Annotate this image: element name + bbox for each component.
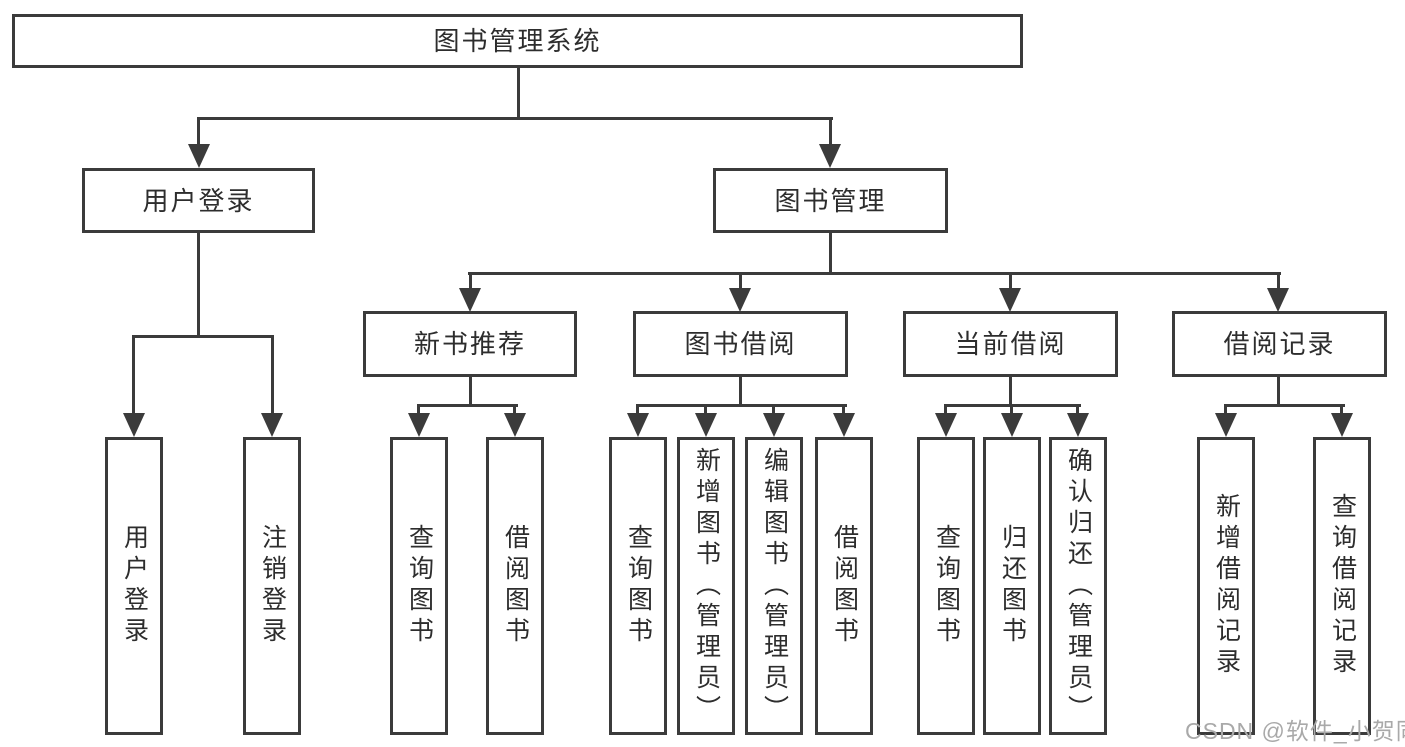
connector-to-leaf-current-2 [1076, 404, 1079, 419]
connector-to-leaf-recommend-1 [513, 404, 516, 419]
leaf-user-login: 用户登录 [105, 437, 163, 735]
leaf-user-login-label: 用户登录 [120, 524, 149, 648]
leaf-current-query-books-label: 查询图书 [932, 524, 961, 648]
arrowhead-leaf-borrow-0 [627, 413, 649, 437]
leaf-current-query-books: 查询图书 [917, 437, 975, 735]
arrowhead-leaf-login-1 [261, 413, 283, 437]
connector-to-leaf-current-0 [944, 404, 947, 419]
connector-records-stem [1277, 375, 1280, 407]
arrowhead-leaf-records-1 [1331, 413, 1353, 437]
node-records-label: 借阅记录 [1223, 329, 1336, 359]
node-borrow: 图书借阅 [633, 311, 848, 377]
arrowhead-leaf-borrow-3 [833, 413, 855, 437]
node-records: 借阅记录 [1172, 311, 1387, 377]
arrowhead-leaf-recommend-1 [504, 413, 526, 437]
connector-to-leaf-borrow-2 [772, 404, 775, 419]
connector-login-stem [197, 231, 200, 337]
node-borrow-label: 图书借阅 [684, 329, 797, 359]
connector-to-leaf-recommend-0 [417, 404, 420, 419]
arrowhead-leaf-borrow-1 [695, 413, 717, 437]
leaf-current-confirm-return-admin: 确认归还（管理员） [1049, 437, 1107, 735]
arrowhead-current [999, 288, 1021, 312]
leaf-recommend-query-books-label: 查询图书 [405, 524, 434, 648]
node-book-mgmt-label: 图书管理 [774, 185, 887, 216]
connector-records-split [1224, 404, 1345, 407]
node-recommend: 新书推荐 [363, 311, 577, 377]
node-current: 当前借阅 [903, 311, 1118, 377]
node-user-login-label: 用户登录 [142, 185, 255, 216]
connector-to-leaf-current-1 [1010, 404, 1013, 419]
arrowhead-records [1267, 288, 1289, 312]
leaf-borrow-edit-books-admin-label: 编辑图书（管理员） [760, 446, 789, 726]
connector-to-leaf-borrow-3 [842, 404, 845, 419]
arrowhead-leaf-borrow-2 [763, 413, 785, 437]
connector-to-current [1009, 272, 1012, 292]
leaf-records-query-record-label: 查询借阅记录 [1328, 493, 1357, 679]
arrowhead-leaf-current-2 [1067, 413, 1089, 437]
connector-current-stem [1009, 375, 1012, 407]
connector-recommend-stem [469, 375, 472, 407]
leaf-borrow-borrow-books: 借阅图书 [815, 437, 873, 735]
node-root: 图书管理系统 [12, 14, 1023, 68]
leaf-borrow-query-books-label: 查询图书 [624, 524, 653, 648]
leaf-borrow-borrow-books-label: 借阅图书 [830, 524, 859, 648]
node-root-label: 图书管理系统 [433, 26, 602, 56]
leaf-current-return-books-label: 归还图书 [998, 524, 1027, 648]
leaf-records-query-record: 查询借阅记录 [1313, 437, 1371, 735]
leaf-recommend-borrow-books-label: 借阅图书 [501, 524, 530, 648]
connector-borrow-stem [739, 375, 742, 407]
connector-to-leaf-login-0 [132, 335, 135, 419]
arrowhead-leaf-login-0 [123, 413, 145, 437]
leaf-recommend-borrow-books: 借阅图书 [486, 437, 544, 735]
leaf-recommend-query-books: 查询图书 [390, 437, 448, 735]
connector-login-split [132, 335, 274, 338]
leaf-borrow-query-books: 查询图书 [609, 437, 667, 735]
arrowhead-leaf-records-0 [1215, 413, 1237, 437]
arrowhead-user-login [188, 144, 210, 168]
arrowhead-book-mgmt [819, 144, 841, 168]
connector-to-leaf-records-0 [1224, 404, 1227, 419]
connector-borrow-split [636, 404, 847, 407]
leaf-records-add-record-label: 新增借阅记录 [1212, 493, 1241, 679]
leaf-borrow-edit-books-admin: 编辑图书（管理员） [745, 437, 803, 735]
connector-mgmt-stem [829, 231, 832, 274]
leaf-logout-label: 注销登录 [258, 524, 287, 648]
leaf-current-confirm-return-admin-label: 确认归还（管理员） [1064, 446, 1093, 726]
node-user-login: 用户登录 [82, 168, 315, 233]
connector-root-stem [517, 66, 520, 119]
leaf-borrow-add-books-admin: 新增图书（管理员） [677, 437, 735, 735]
arrowhead-leaf-recommend-0 [408, 413, 430, 437]
leaf-records-add-record: 新增借阅记录 [1197, 437, 1255, 735]
arrowhead-recommend [459, 288, 481, 312]
node-book-mgmt: 图书管理 [713, 168, 948, 233]
node-current-label: 当前借阅 [954, 329, 1067, 359]
connector-to-recommend [469, 272, 472, 292]
node-recommend-label: 新书推荐 [413, 329, 526, 359]
leaf-logout: 注销登录 [243, 437, 301, 735]
connector-level1-split [197, 117, 833, 120]
arrowhead-leaf-current-1 [1001, 413, 1023, 437]
connector-to-leaf-borrow-0 [636, 404, 639, 419]
arrowhead-borrow [729, 288, 751, 312]
connector-to-book-mgmt [829, 117, 832, 149]
leaf-current-return-books: 归还图书 [983, 437, 1041, 735]
connector-to-leaf-borrow-1 [704, 404, 707, 419]
arrowhead-leaf-current-0 [935, 413, 957, 437]
connector-to-leaf-login-1 [271, 335, 274, 419]
connector-to-user-login [197, 117, 200, 149]
connector-to-records [1277, 272, 1280, 292]
connector-to-leaf-records-1 [1340, 404, 1343, 419]
csdn-watermark: CSDN @软件_小贺同学 [1185, 718, 1405, 744]
leaf-borrow-add-books-admin-label: 新增图书（管理员） [692, 446, 721, 726]
connector-level3-split [468, 272, 1281, 275]
connector-recommend-split [417, 404, 518, 407]
connector-to-borrow [739, 272, 742, 292]
